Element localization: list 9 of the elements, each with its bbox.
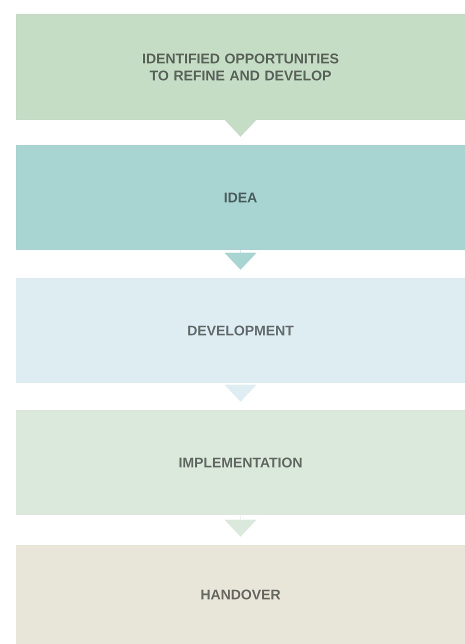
process-box: IDENTIFIED OPPORTUNITIES TO REFINE AND DEVELOP bbox=[16, 14, 465, 120]
chevron-arrow bbox=[224, 382, 256, 402]
process-box: DEVELOPMENT bbox=[16, 278, 465, 383]
process-box: IMPLEMENTATION bbox=[16, 410, 465, 515]
chevron-arrow bbox=[224, 514, 256, 537]
chevron-arrow bbox=[224, 250, 256, 270]
process-box: HANDOVER bbox=[16, 545, 465, 644]
chevron-arrow bbox=[224, 120, 256, 137]
process-box: IDEA bbox=[16, 145, 465, 250]
